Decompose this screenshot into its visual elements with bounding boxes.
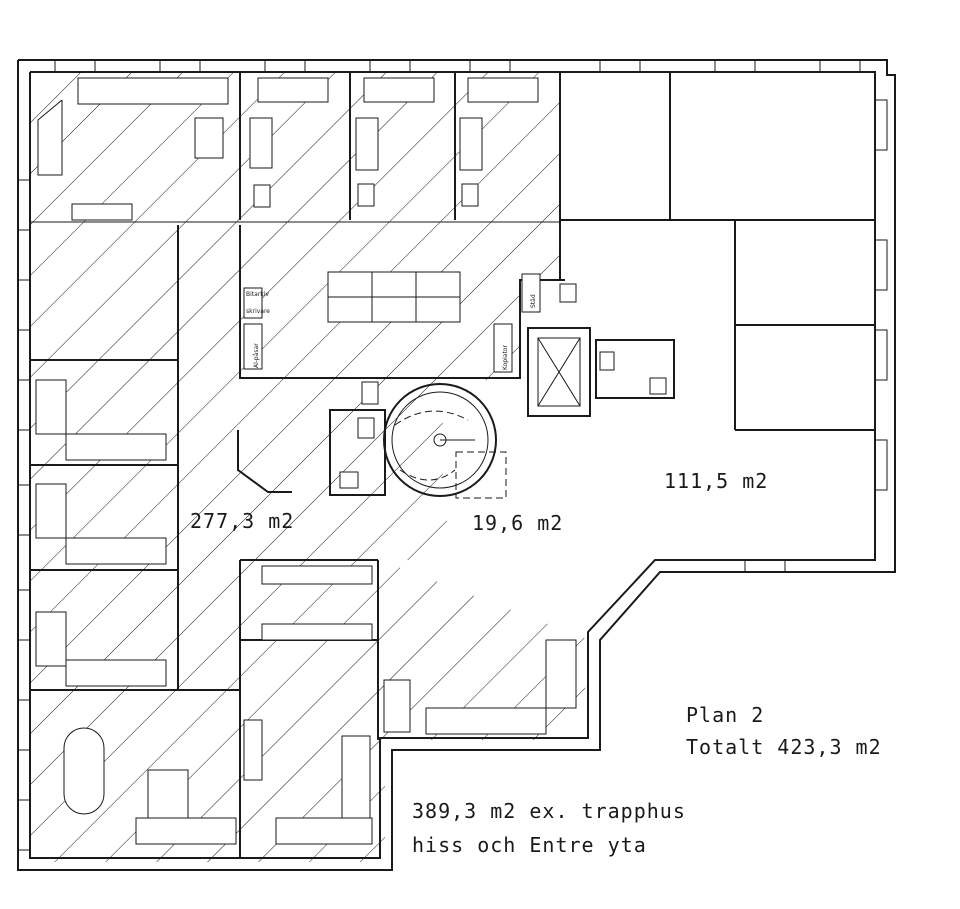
right-windows — [744, 99, 888, 573]
center-furniture — [243, 271, 541, 373]
elevator-shaft — [527, 327, 591, 417]
office-desks — [35, 77, 577, 845]
area-hatched-label: 277,3 m2 — [190, 509, 294, 533]
area-unhatched-label: 111,5 m2 — [664, 469, 768, 493]
area-entrance-label: 19,6 m2 — [472, 511, 563, 535]
note-line-2: hiss och Entre yta — [412, 833, 647, 857]
label-kopiator: Kopiator — [502, 345, 509, 370]
wc-rooms — [329, 283, 675, 496]
top-windows — [54, 59, 861, 73]
plan-title: Plan 2 — [686, 703, 764, 727]
hatched-zone — [30, 72, 590, 862]
plan-total: Totalt 423,3 m2 — [686, 735, 882, 759]
outer-walls — [17, 59, 896, 871]
label-stad: Städ — [530, 294, 537, 308]
stair-core — [383, 327, 591, 499]
note-line-1: 389,3 m2 ex. trapphus — [412, 799, 686, 823]
label-skrivare: skrivare — [246, 308, 270, 315]
label-arkiv: Bitarkiv — [246, 291, 269, 298]
left-windows — [17, 179, 31, 851]
label-avfall: Al-påsar — [253, 343, 260, 368]
small-labels: Bitarkiv skrivare Al-påsar Kopiator Städ — [246, 291, 537, 370]
